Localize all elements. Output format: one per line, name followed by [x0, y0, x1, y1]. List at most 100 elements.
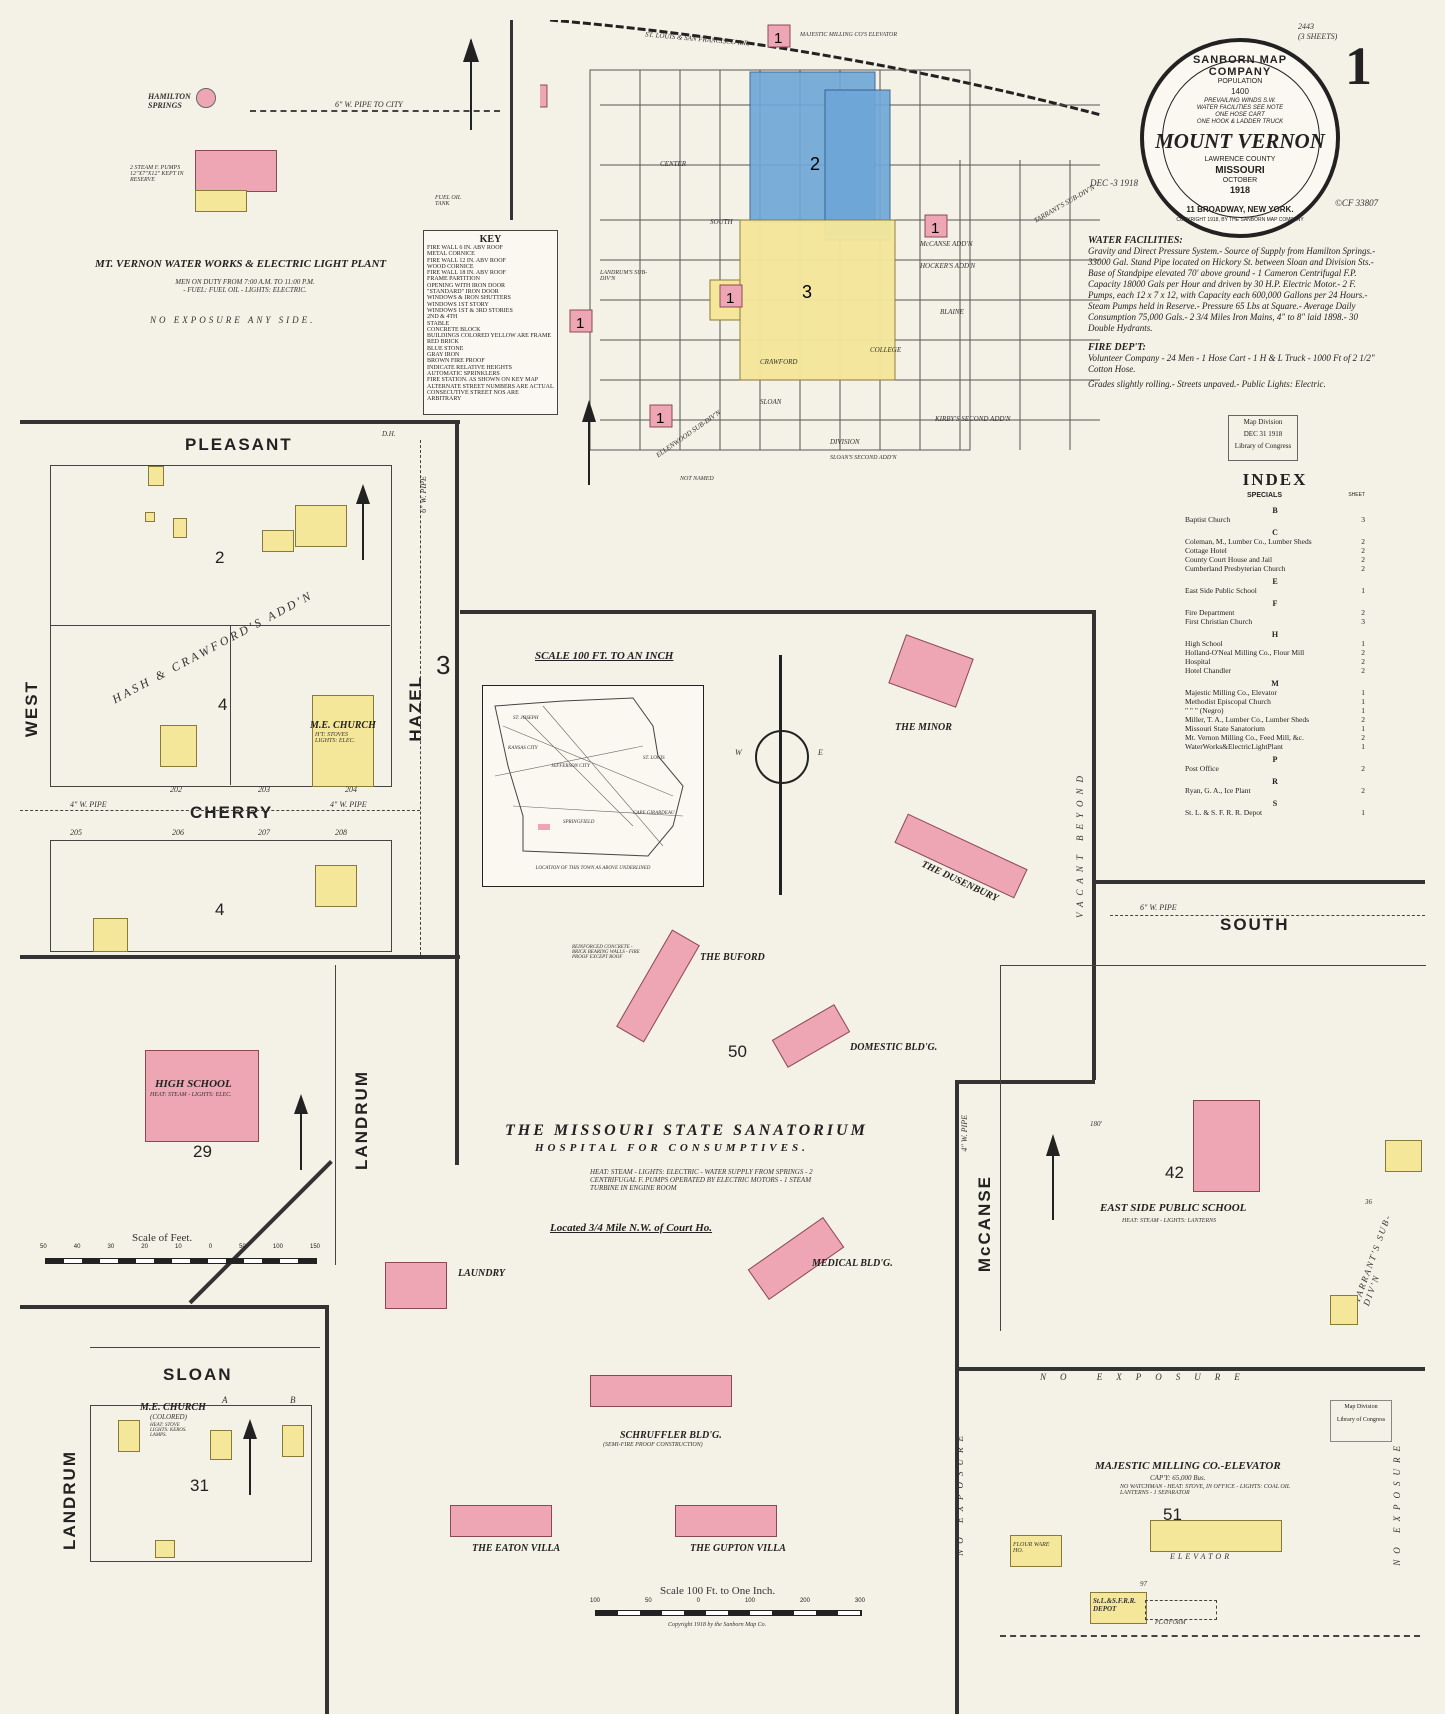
- sanatorium-title: THE MISSOURI STATE SANATORIUM: [505, 1122, 868, 1139]
- flour-warehouse-label: FLOUR WARE HO.: [1013, 1542, 1050, 1554]
- dwelling-sloan-1: [210, 1430, 232, 1460]
- eaton-villa-building: [450, 1505, 552, 1537]
- index-entry: Post Office: [1185, 764, 1219, 773]
- domestic-building: [771, 1004, 851, 1068]
- high-school-label: HIGH SCHOOL: [155, 1078, 232, 1090]
- the-minor-label: THE MINOR: [895, 722, 952, 733]
- border-h5: [955, 1080, 1095, 1084]
- addr-202: 202: [170, 785, 182, 794]
- keymap-kirby: KIRBY'S SECOND ADD'N: [935, 415, 1011, 423]
- inset-rail-lines: [494, 705, 684, 847]
- index-letter: P: [1272, 755, 1278, 764]
- water-facilities-text: Gravity and Direct Pressure System.- Sou…: [1088, 246, 1376, 333]
- scale-tick: 200: [799, 1598, 810, 1604]
- addr-207: 207: [258, 828, 270, 837]
- scale-tick: 0: [696, 1598, 700, 1604]
- index-sheet-col: SHEET: [1348, 492, 1365, 498]
- index-sheet: 1: [1361, 639, 1365, 648]
- street-cherry: CHERRY: [190, 803, 274, 822]
- sheet-number: 1: [1345, 36, 1372, 96]
- index-entry: Missouri State Sanatorium: [1185, 724, 1265, 733]
- schruffler-note: (SEMI-FIRE PROOF CONSTRUCTION): [603, 1442, 703, 1448]
- street-south: SOUTH: [1220, 915, 1290, 934]
- elevator-label: MAJESTIC MILLING CO'S ELEVATOR: [800, 32, 898, 38]
- elevator-block-number: 51: [1163, 1505, 1182, 1524]
- platform-outline: [1145, 1600, 1217, 1620]
- index-sheet: 2: [1361, 666, 1365, 675]
- tarrant-lot: 36: [1365, 1198, 1372, 1206]
- sanatorium-scale-bottom-title: Scale 100 Ft. to One Inch.: [660, 1585, 776, 1597]
- depot-building: [1090, 1592, 1147, 1624]
- index-entry: WaterWorks&ElectricLightPlant: [1185, 742, 1283, 751]
- sheet-3-area: [739, 219, 896, 381]
- dwelling-pleasant-1: [148, 466, 164, 486]
- index-sheet: 2: [1361, 657, 1365, 666]
- library-stamp-2: Map Division Library of Congress: [1330, 1400, 1392, 1442]
- index-sheet: 2: [1361, 648, 1365, 657]
- block-north-arrow-head-icon: [356, 484, 370, 504]
- sloan-north-arrow-icon: [249, 1425, 251, 1495]
- inset-caption: LOCATION OF THIS TOWN AS ABOVE UNDERLINE…: [535, 866, 651, 871]
- pipe-line: [250, 110, 500, 112]
- key-item: FIRE WALL 18 IN. ABV ROOF: [427, 270, 506, 277]
- south-pipe-line: [1110, 915, 1425, 916]
- vacant-beyond-label: VACANT BEYOND: [1075, 770, 1085, 918]
- scale-tick: 40: [73, 1244, 81, 1250]
- library-stamp-2-line2: Library of Congress: [1336, 1417, 1386, 1423]
- water-works-note: MEN ON DUTY FROM 7:00 A.M. TO 11:00 P.M.…: [175, 278, 315, 294]
- keymap-north-arrow-head-icon: [582, 400, 596, 422]
- keymap-center: CENTER: [660, 160, 687, 168]
- inset-city-stlouis: ST. LOUIS: [643, 756, 665, 761]
- index-entry: Methodist Episcopal Church: [1185, 697, 1271, 706]
- dwelling-east-2: [1330, 1295, 1358, 1325]
- elevator-capacity: CAP'Y: 65,000 Bus.: [1150, 1474, 1206, 1482]
- dh-label: D.H.: [382, 430, 396, 438]
- seal-town: MOUNT VERNON: [1155, 129, 1325, 153]
- seal-year: 1918: [1229, 185, 1251, 195]
- laundry-building: [385, 1262, 447, 1309]
- index-entry: Cottage Hotel: [1185, 546, 1227, 555]
- sheet-1-box-sloan: [649, 404, 673, 428]
- index-sheet: 1: [1361, 808, 1365, 817]
- high-school-note: HEAT: STEAM - LIGHTS: ELEC.: [150, 1092, 232, 1098]
- street-hazel: HAZEL: [406, 675, 425, 742]
- key-item: WOOD CORNICE: [427, 263, 474, 270]
- index-letter: M: [1271, 679, 1279, 688]
- index-sheet: 2: [1361, 564, 1365, 573]
- sloan-block: [90, 1405, 312, 1562]
- keymap-sloan: SLOAN: [760, 398, 782, 406]
- scale-tick: 30: [107, 1244, 115, 1250]
- inset-city-cape: CAPE GIRARDEAU: [633, 811, 675, 816]
- sanatorium-inset-map: JEFFERSON CITY ST. LOUIS KANSAS CITY SPR…: [482, 685, 704, 887]
- lot-line-2: [230, 625, 231, 785]
- water-facilities: WATER FACILITIES: Gravity and Direct Pre…: [1088, 235, 1378, 390]
- me-church-note: H'T: STOVES LIGHTS: ELEC.: [315, 732, 356, 744]
- dwelling-east-1: [1385, 1140, 1422, 1172]
- elevator-note: NO WATCHMAN - HEAT: STOVE, IN OFFICE - L…: [1120, 1484, 1290, 1496]
- keymap-college: COLLEGE: [870, 346, 902, 354]
- elevator-title: MAJESTIC MILLING CO.-ELEVATOR: [1095, 1460, 1281, 1472]
- key-item: BUILDINGS COLORED YELLOW ARE FRAME: [427, 333, 551, 340]
- key-item: INDICATE RELATIVE HEIGHTS: [427, 364, 512, 371]
- sheet-3-pointer: 3: [436, 650, 451, 680]
- sheet-1-box-eastside: [924, 214, 948, 238]
- sheet-1-ref-c: 1: [656, 410, 664, 427]
- colored-church-label: M.E. CHURCH: [140, 1402, 206, 1413]
- index-letter: B: [1272, 506, 1278, 515]
- index-letter: F: [1272, 599, 1278, 608]
- sanatorium-subtitle: HOSPITAL FOR CONSUMPTIVES.: [535, 1142, 809, 1154]
